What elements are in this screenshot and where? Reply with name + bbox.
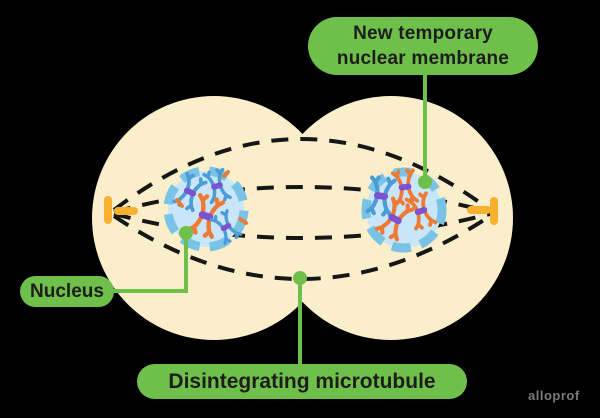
chromosome-tip-accent bbox=[222, 170, 230, 178]
connector-dot-microtubule bbox=[293, 271, 307, 285]
centriole-left bbox=[104, 196, 138, 224]
label-new-temporary-nuclear-membrane: New temporary nuclear membrane bbox=[308, 17, 538, 75]
chromosome-tip-accent bbox=[175, 198, 184, 208]
connector-dot-nucleus bbox=[179, 226, 193, 240]
chromosome-tip-accent bbox=[238, 217, 248, 225]
connector-membrane bbox=[418, 74, 432, 189]
connector-nucleus bbox=[112, 226, 193, 293]
watermark-alloprof: alloprof bbox=[528, 388, 580, 403]
centriole-right bbox=[467, 197, 498, 225]
label-text: Disintegrating microtubule bbox=[168, 369, 436, 393]
label-disintegrating-microtubule: Disintegrating microtubule bbox=[137, 364, 467, 399]
spindle-fiber-bottom-inner bbox=[113, 212, 491, 240]
label-text: Nucleus bbox=[30, 280, 104, 302]
connector-dot-membrane bbox=[418, 175, 432, 189]
label-line: New temporary bbox=[353, 23, 493, 44]
spindle-fiber-top-outer bbox=[112, 137, 492, 212]
connector-microtubule bbox=[293, 271, 307, 364]
nucleus-right bbox=[361, 167, 447, 253]
label-nucleus: Nucleus bbox=[20, 276, 114, 307]
label-line: nuclear membrane bbox=[336, 48, 510, 69]
nuclear-membrane-dashed bbox=[163, 166, 249, 252]
spindle-fiber-bottom-outer bbox=[112, 214, 492, 281]
